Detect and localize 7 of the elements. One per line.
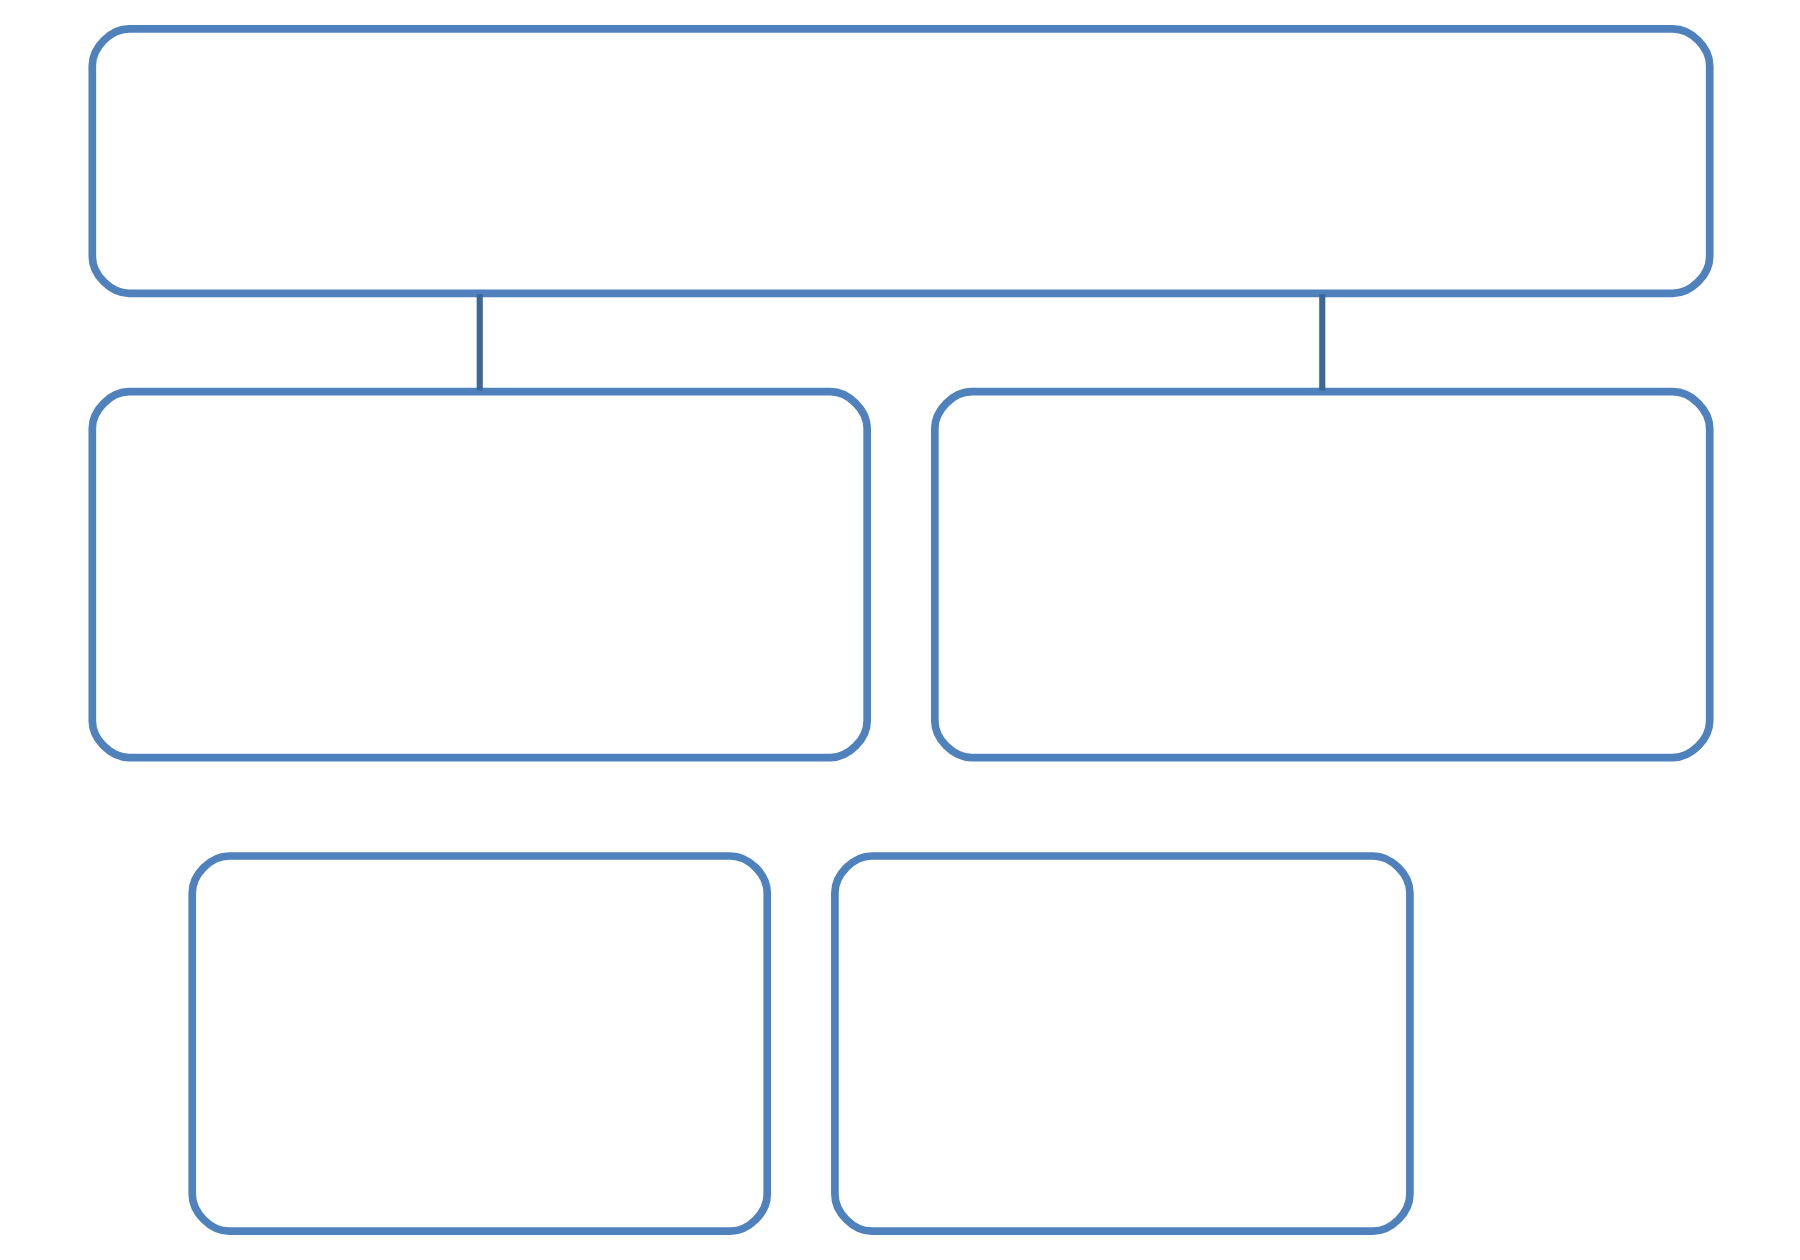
- node-box: [929, 387, 1713, 762]
- node-box: [87, 25, 1713, 298]
- node-box: [87, 387, 871, 762]
- node-box: [830, 852, 1413, 1235]
- connector: [475, 294, 482, 391]
- node-box: [187, 852, 771, 1235]
- connector: [1318, 294, 1325, 391]
